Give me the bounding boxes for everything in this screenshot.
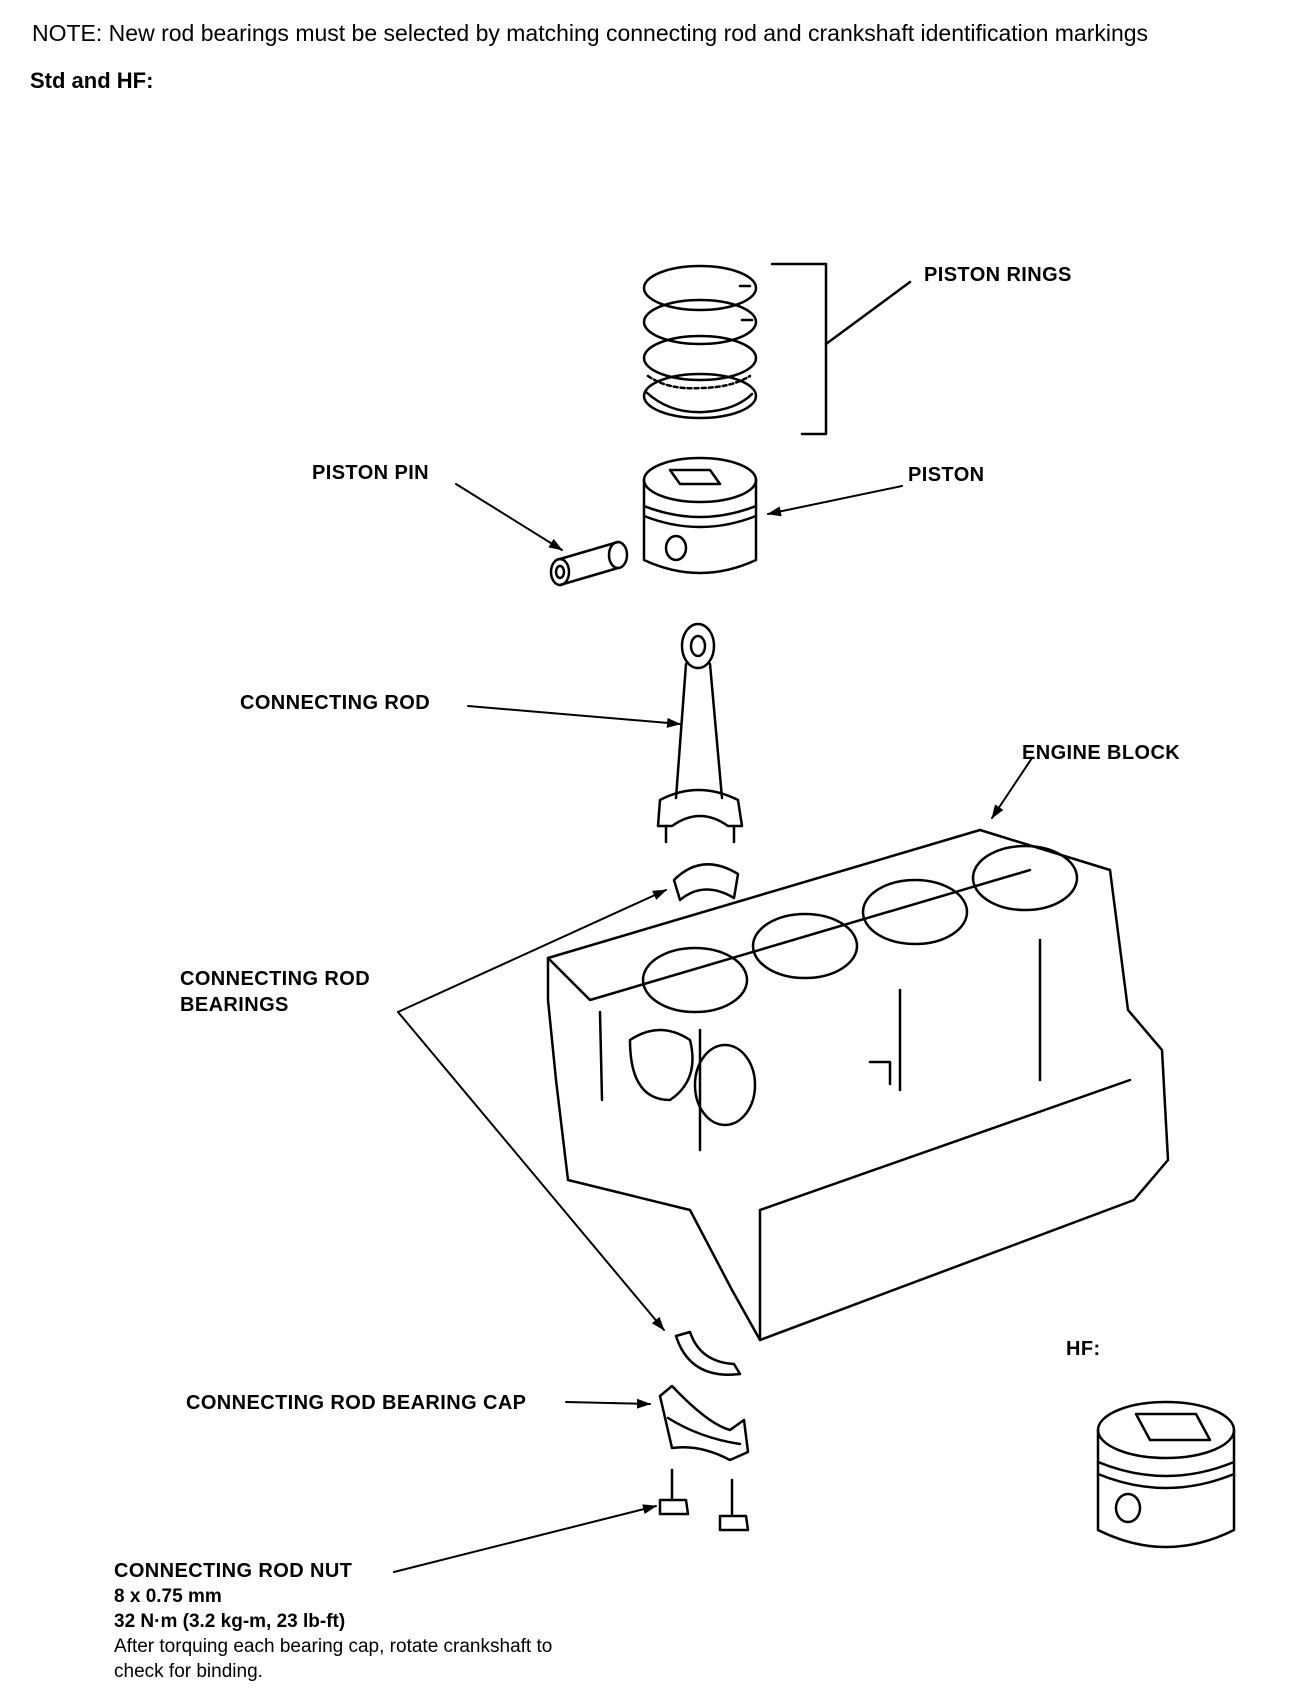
rod-nut-spec: 8 x 0.75 mm 32 N·m (3.2 kg-m, 23 lb-ft) … [114,1584,552,1684]
label-connecting-rod: CONNECTING ROD [240,692,431,714]
rod-nuts-drawing [658,1468,750,1532]
subheading: Std and HF: [30,68,154,93]
piston-drawing [642,456,758,575]
label-piston: PISTON [908,464,985,486]
spec-instruction-line2: check for binding. [114,1661,263,1682]
spec-size: 8 x 0.75 mm [114,1586,222,1607]
hf-piston-drawing [1096,1400,1236,1549]
bearing-cap-drawing [658,1384,750,1462]
label-piston-rings: PISTON RINGS [924,264,1072,286]
leader-lines [393,483,1033,1573]
lower-bearing-drawing [674,1330,742,1376]
piston-pin-drawing [549,540,629,587]
label-engine-block: ENGINE BLOCK [1022,742,1181,764]
label-hf: HF: [1066,1338,1101,1360]
label-bearing-cap: CONNECTING ROD BEARING CAP [186,1392,527,1414]
upper-bearing-drawing [672,863,740,902]
note-text: NOTE: New rod bearings must be selected … [32,20,1149,46]
spec-instruction-line1: After torquing each bearing cap, rotate … [114,1636,553,1657]
label-rod-nut: CONNECTING ROD NUT [114,1560,353,1582]
connecting-rod-drawing [656,622,744,844]
piston-rings-bracket [770,262,912,436]
label-connecting-rod-bearings-line1: CONNECTING ROD [180,968,371,990]
label-connecting-rod-bearings-line2: BEARINGS [180,994,289,1016]
piston-rings-drawing [642,264,758,420]
spec-torque: 32 N·m (3.2 kg-m, 23 lb-ft) [114,1611,346,1632]
engine-block-drawing [546,828,1170,1342]
label-piston-pin: PISTON PIN [312,462,429,484]
